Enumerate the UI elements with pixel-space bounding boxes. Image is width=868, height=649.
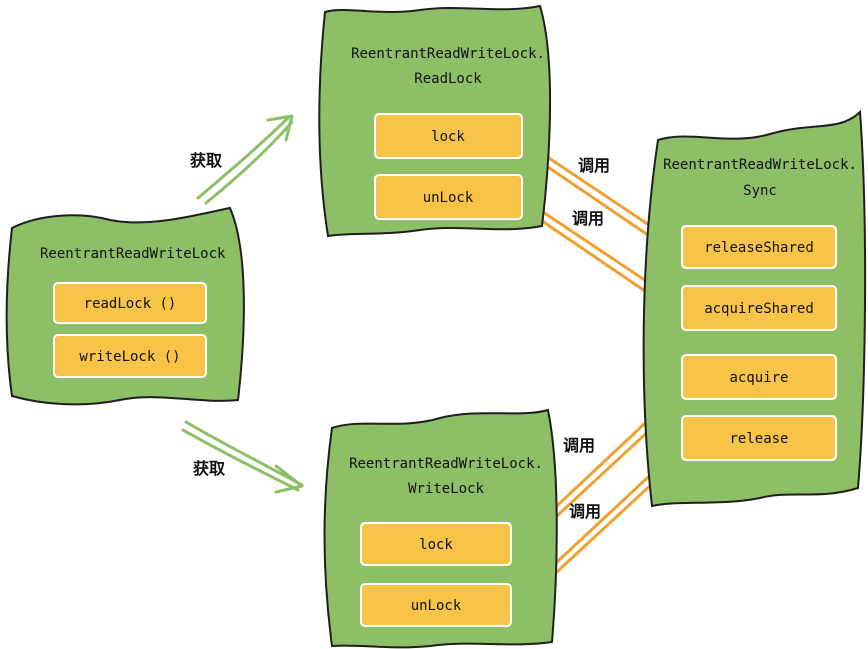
sync-method-acquire-shared[interactable]: acquireShared (681, 285, 837, 331)
sync-method-acquire-label: acquire (729, 370, 788, 386)
write-lock-method-lock-label: lock (419, 537, 453, 553)
node-sync: ReentrantReadWriteLock. Sync releaseShar… (642, 109, 867, 508)
write-lock-title-line1: ReentrantReadWriteLock. (349, 456, 543, 472)
node-write-lock: ReentrantReadWriteLock. WriteLock lock u… (323, 408, 558, 649)
read-lock-method-lock[interactable]: lock (374, 113, 523, 159)
write-lock-method-lock[interactable]: lock (360, 522, 512, 566)
write-lock-method-unlock-label: unLock (411, 598, 462, 614)
method-writelock[interactable]: writeLock () (53, 334, 207, 378)
sync-method-release-shared[interactable]: releaseShared (681, 225, 837, 269)
read-lock-title-line1: ReentrantReadWriteLock. (351, 46, 545, 62)
write-lock-title-line2: WriteLock (408, 481, 484, 497)
node-read-lock: ReentrantReadWriteLock. ReadLock lock un… (318, 4, 552, 238)
edge-read-lock-call-label: 调用 (578, 156, 610, 175)
edge-read-unlock-call-label: 调用 (572, 209, 604, 228)
edge-obtain-read-arrow (196, 114, 294, 205)
sync-method-acquire[interactable]: acquire (681, 354, 837, 400)
node-reentrant-read-write-lock: ReentrantReadWriteLock readLock () write… (5, 206, 245, 406)
edge-obtain-write-arrow (181, 420, 304, 494)
sync-method-release-shared-label: releaseShared (704, 240, 814, 256)
read-lock-method-unlock[interactable]: unLock (374, 174, 523, 220)
method-writelock-label: writeLock () (79, 349, 180, 365)
edge-write-unlock-call-label: 调用 (569, 502, 601, 521)
edge-write-lock-call-label: 调用 (563, 436, 595, 455)
edge-obtain-write-label: 获取 (193, 459, 225, 478)
sync-method-release-label: release (729, 431, 788, 447)
read-lock-method-unlock-label: unLock (423, 190, 474, 206)
method-readlock[interactable]: readLock () (53, 282, 207, 324)
sync-title-line2: Sync (743, 183, 777, 199)
sync-method-acquire-shared-label: acquireShared (704, 301, 814, 317)
write-lock-method-unlock[interactable]: unLock (360, 583, 512, 627)
read-lock-title-line2: ReadLock (414, 71, 482, 87)
method-readlock-label: readLock () (84, 296, 177, 312)
rrwl-title: ReentrantReadWriteLock (40, 246, 226, 262)
read-lock-method-lock-label: lock (431, 129, 465, 145)
edge-obtain-read-label: 获取 (190, 151, 222, 170)
sync-method-release[interactable]: release (681, 415, 837, 461)
sync-title-line1: ReentrantReadWriteLock. (663, 157, 857, 173)
